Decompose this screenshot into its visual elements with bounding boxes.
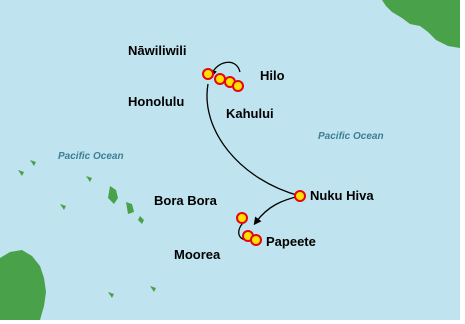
port-label-bora-bora[interactable]: Bora Bora <box>154 193 217 208</box>
land-south-america <box>382 0 460 48</box>
port-label-honolulu[interactable]: Honolulu <box>128 94 185 109</box>
island-small-nw <box>30 160 36 166</box>
port-marker-bora-bora[interactable] <box>236 212 248 224</box>
port-marker-papeete[interactable] <box>250 234 262 246</box>
route-honolulu-nukuhiva <box>206 83 301 197</box>
port-label-kahului[interactable]: Kahului <box>226 106 274 121</box>
port-marker-nuku-hiva[interactable] <box>294 190 306 202</box>
port-label-moorea[interactable]: Moorea <box>174 247 221 262</box>
route-hawaii-loop <box>209 61 241 78</box>
port-marker-hilo[interactable] <box>232 80 244 92</box>
map-canvas <box>0 0 460 320</box>
route-map: Pacific Ocean Pacific Ocean Nāwiliwili H… <box>0 0 460 320</box>
port-label-nawiliwili[interactable]: Nāwiliwili <box>128 43 187 58</box>
ocean-label-west: Pacific Ocean <box>58 151 124 162</box>
land-australia <box>0 250 46 320</box>
port-marker-nawiliwili[interactable] <box>202 68 214 80</box>
port-label-hilo[interactable]: Hilo <box>260 68 285 83</box>
port-label-papeete[interactable]: Papeete <box>266 234 316 249</box>
route-nukuhiva-borabora <box>253 195 301 226</box>
island-small-se <box>108 286 156 298</box>
island-chain <box>18 170 144 224</box>
ocean-label-east: Pacific Ocean <box>318 131 384 142</box>
port-marker-honolulu[interactable] <box>214 73 226 85</box>
port-label-nuku-hiva[interactable]: Nuku Hiva <box>310 188 374 203</box>
